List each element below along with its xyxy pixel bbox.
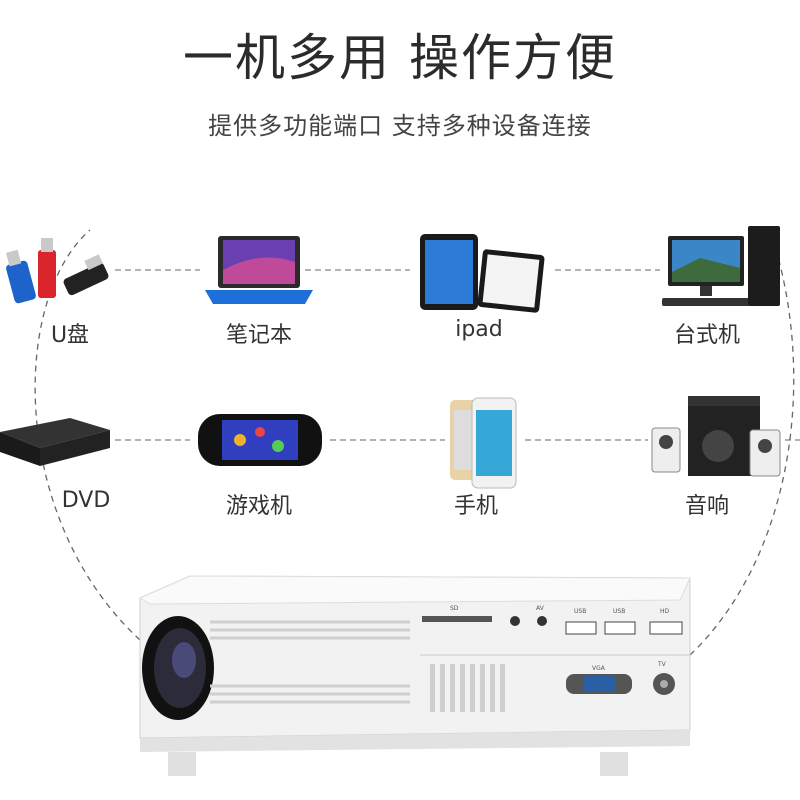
projector-icon: SD AV USB USB HD VGA TV <box>138 575 691 776</box>
port-label-tv: TV <box>657 661 667 668</box>
port-label-hd: HD <box>660 608 670 615</box>
hdmi-port <box>649 621 683 635</box>
sd-slot <box>422 616 492 622</box>
handheld-console-icon <box>198 414 322 466</box>
device-label-console: 游戏机 <box>225 494 292 519</box>
desktop-computer-icon <box>662 226 780 306</box>
usb-drive-icon <box>5 238 109 304</box>
port-label-vga: VGA <box>592 665 606 672</box>
subheadline: 提供多功能端口 支持多种设备连接 <box>208 112 592 140</box>
usb-port <box>604 621 636 635</box>
usb-port <box>565 621 597 635</box>
laptop-icon <box>205 236 313 304</box>
tablet-icon <box>420 234 545 313</box>
device-label-phone: 手机 <box>453 494 498 519</box>
device-label-speakers: 音响 <box>684 494 729 519</box>
connection-arc-right <box>689 229 795 656</box>
dvd-player-icon <box>0 418 110 466</box>
device-label-laptop: 笔记本 <box>225 323 292 348</box>
speaker-set-icon <box>651 396 781 477</box>
port-label-usb: USB <box>613 608 625 615</box>
port-label-av: AV <box>536 605 545 612</box>
device-label-usb: U盘 <box>50 323 90 348</box>
smartphone-icon <box>450 397 517 489</box>
audio-jack <box>510 616 520 626</box>
device-label-dvd: DVD <box>61 488 111 513</box>
av-jack <box>537 616 547 626</box>
device-label-ipad: ipad <box>455 317 503 342</box>
connection-arc <box>34 229 141 641</box>
device-label-desktop: 台式机 <box>673 323 740 348</box>
port-label-sd: SD <box>450 605 459 612</box>
port-label-usb: USB <box>574 608 586 615</box>
headline: 一机多用 操作方便 <box>183 29 617 87</box>
